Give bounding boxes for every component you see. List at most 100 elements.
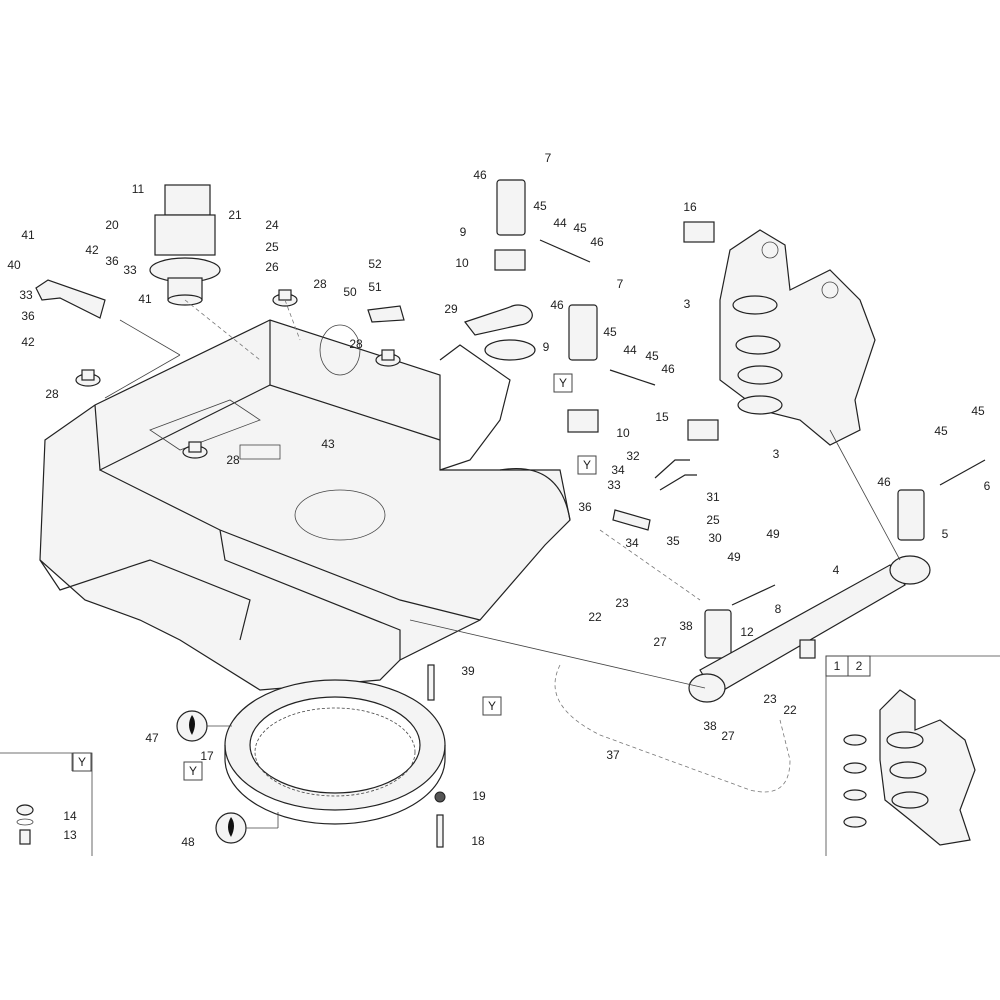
section-marker-box xyxy=(72,752,92,772)
bolt-39 xyxy=(427,664,435,701)
callout-50: 50 xyxy=(343,285,357,299)
callout-27: 27 xyxy=(721,729,735,743)
callout-36: 36 xyxy=(21,309,35,323)
callout-10: 10 xyxy=(616,426,630,440)
hose-37 xyxy=(554,664,791,793)
callout-21: 21 xyxy=(228,208,242,222)
callout-22: 22 xyxy=(783,703,797,717)
callout-34: 34 xyxy=(625,536,639,550)
callout-7: 7 xyxy=(545,151,552,165)
callout-23: 23 xyxy=(615,596,629,610)
swing-motor xyxy=(149,184,221,306)
callout-32: 32 xyxy=(626,449,640,463)
callout-44: 44 xyxy=(623,343,637,357)
bracket-50 xyxy=(367,305,405,323)
callout-38: 38 xyxy=(703,719,717,733)
callout-45: 45 xyxy=(934,424,948,438)
callout-44: 44 xyxy=(553,216,567,230)
callout-16: 16 xyxy=(683,200,697,214)
callout-15: 15 xyxy=(655,410,669,424)
callout-9: 9 xyxy=(543,340,550,354)
bracket-40 xyxy=(35,279,106,319)
callout-46: 46 xyxy=(550,298,564,312)
section-marker-box xyxy=(183,761,203,781)
u-bolt xyxy=(654,459,697,491)
callout-41: 41 xyxy=(138,292,152,306)
callout-4: 4 xyxy=(833,563,840,577)
callout-34: 34 xyxy=(611,463,625,477)
callout-11: 11 xyxy=(132,182,145,196)
callout-46: 46 xyxy=(661,362,675,376)
callout-26: 26 xyxy=(265,260,279,274)
nut-19 xyxy=(434,791,446,803)
section-marker-y: Y xyxy=(583,458,591,472)
callout-28: 28 xyxy=(313,277,327,291)
callout-40: 40 xyxy=(7,258,21,272)
callout-30: 30 xyxy=(708,531,722,545)
callout-18: 18 xyxy=(471,834,485,848)
callout-28: 28 xyxy=(226,453,240,467)
inset-variant-2: 2 xyxy=(856,659,863,673)
callout-37: 37 xyxy=(606,748,620,762)
upper-frame xyxy=(39,319,571,691)
callout-29: 29 xyxy=(444,302,458,316)
callout-23: 23 xyxy=(763,692,777,706)
callout-45: 45 xyxy=(645,349,659,363)
callout-38: 38 xyxy=(679,619,693,633)
callout-12: 12 xyxy=(740,625,754,639)
callout-42: 42 xyxy=(21,335,35,349)
callout-46: 46 xyxy=(590,235,604,249)
callout-7: 7 xyxy=(617,277,624,291)
swing-cylinder xyxy=(688,555,931,703)
callout-20: 20 xyxy=(105,218,119,232)
bolt-18 xyxy=(436,814,444,848)
callout-25: 25 xyxy=(706,513,720,527)
section-marker-y: Y xyxy=(78,755,86,769)
callout-3: 3 xyxy=(684,297,691,311)
callout-5: 5 xyxy=(942,527,949,541)
callout-14: 14 xyxy=(63,809,77,823)
callout-3: 3 xyxy=(773,447,780,461)
callout-19: 19 xyxy=(472,789,486,803)
assembly-lines xyxy=(104,299,901,689)
pins-bushings xyxy=(464,179,986,659)
callout-42: 42 xyxy=(85,243,99,257)
callout-9: 9 xyxy=(460,225,467,239)
grease-drop-icon xyxy=(215,812,279,844)
callout-47: 47 xyxy=(145,731,159,745)
plate-35 xyxy=(612,509,651,531)
legend-box-y xyxy=(0,752,93,856)
callout-51: 51 xyxy=(368,280,382,294)
callout-28: 28 xyxy=(349,337,363,351)
callout-46: 46 xyxy=(473,168,487,182)
callout-45: 45 xyxy=(573,221,587,235)
callout-35: 35 xyxy=(666,534,680,548)
callout-41: 41 xyxy=(21,228,35,242)
section-marker-y: Y xyxy=(488,699,496,713)
section-marker-y: Y xyxy=(559,376,567,390)
callout-17: 17 xyxy=(200,749,214,763)
section-marker-y: Y xyxy=(189,764,197,778)
callout-10: 10 xyxy=(455,256,469,270)
callout-48: 48 xyxy=(181,835,195,849)
inset-variant-box xyxy=(825,655,1000,856)
callout-43: 43 xyxy=(321,437,335,451)
grease-drop-icon xyxy=(176,710,232,742)
callout-13: 13 xyxy=(63,828,77,842)
callout-45: 45 xyxy=(603,325,617,339)
callout-33: 33 xyxy=(123,263,137,277)
callout-8: 8 xyxy=(775,602,782,616)
callout-49: 49 xyxy=(766,527,780,541)
callout-27: 27 xyxy=(653,635,667,649)
callout-45: 45 xyxy=(533,199,547,213)
callout-6: 6 xyxy=(984,479,991,493)
callout-33: 33 xyxy=(19,288,33,302)
callout-31: 31 xyxy=(706,490,720,504)
callout-33: 33 xyxy=(607,478,621,492)
callout-25: 25 xyxy=(265,240,279,254)
section-marker-box xyxy=(553,373,573,393)
callout-46: 46 xyxy=(877,475,891,489)
slew-ring xyxy=(224,679,446,825)
rubber-mounts xyxy=(75,289,401,459)
